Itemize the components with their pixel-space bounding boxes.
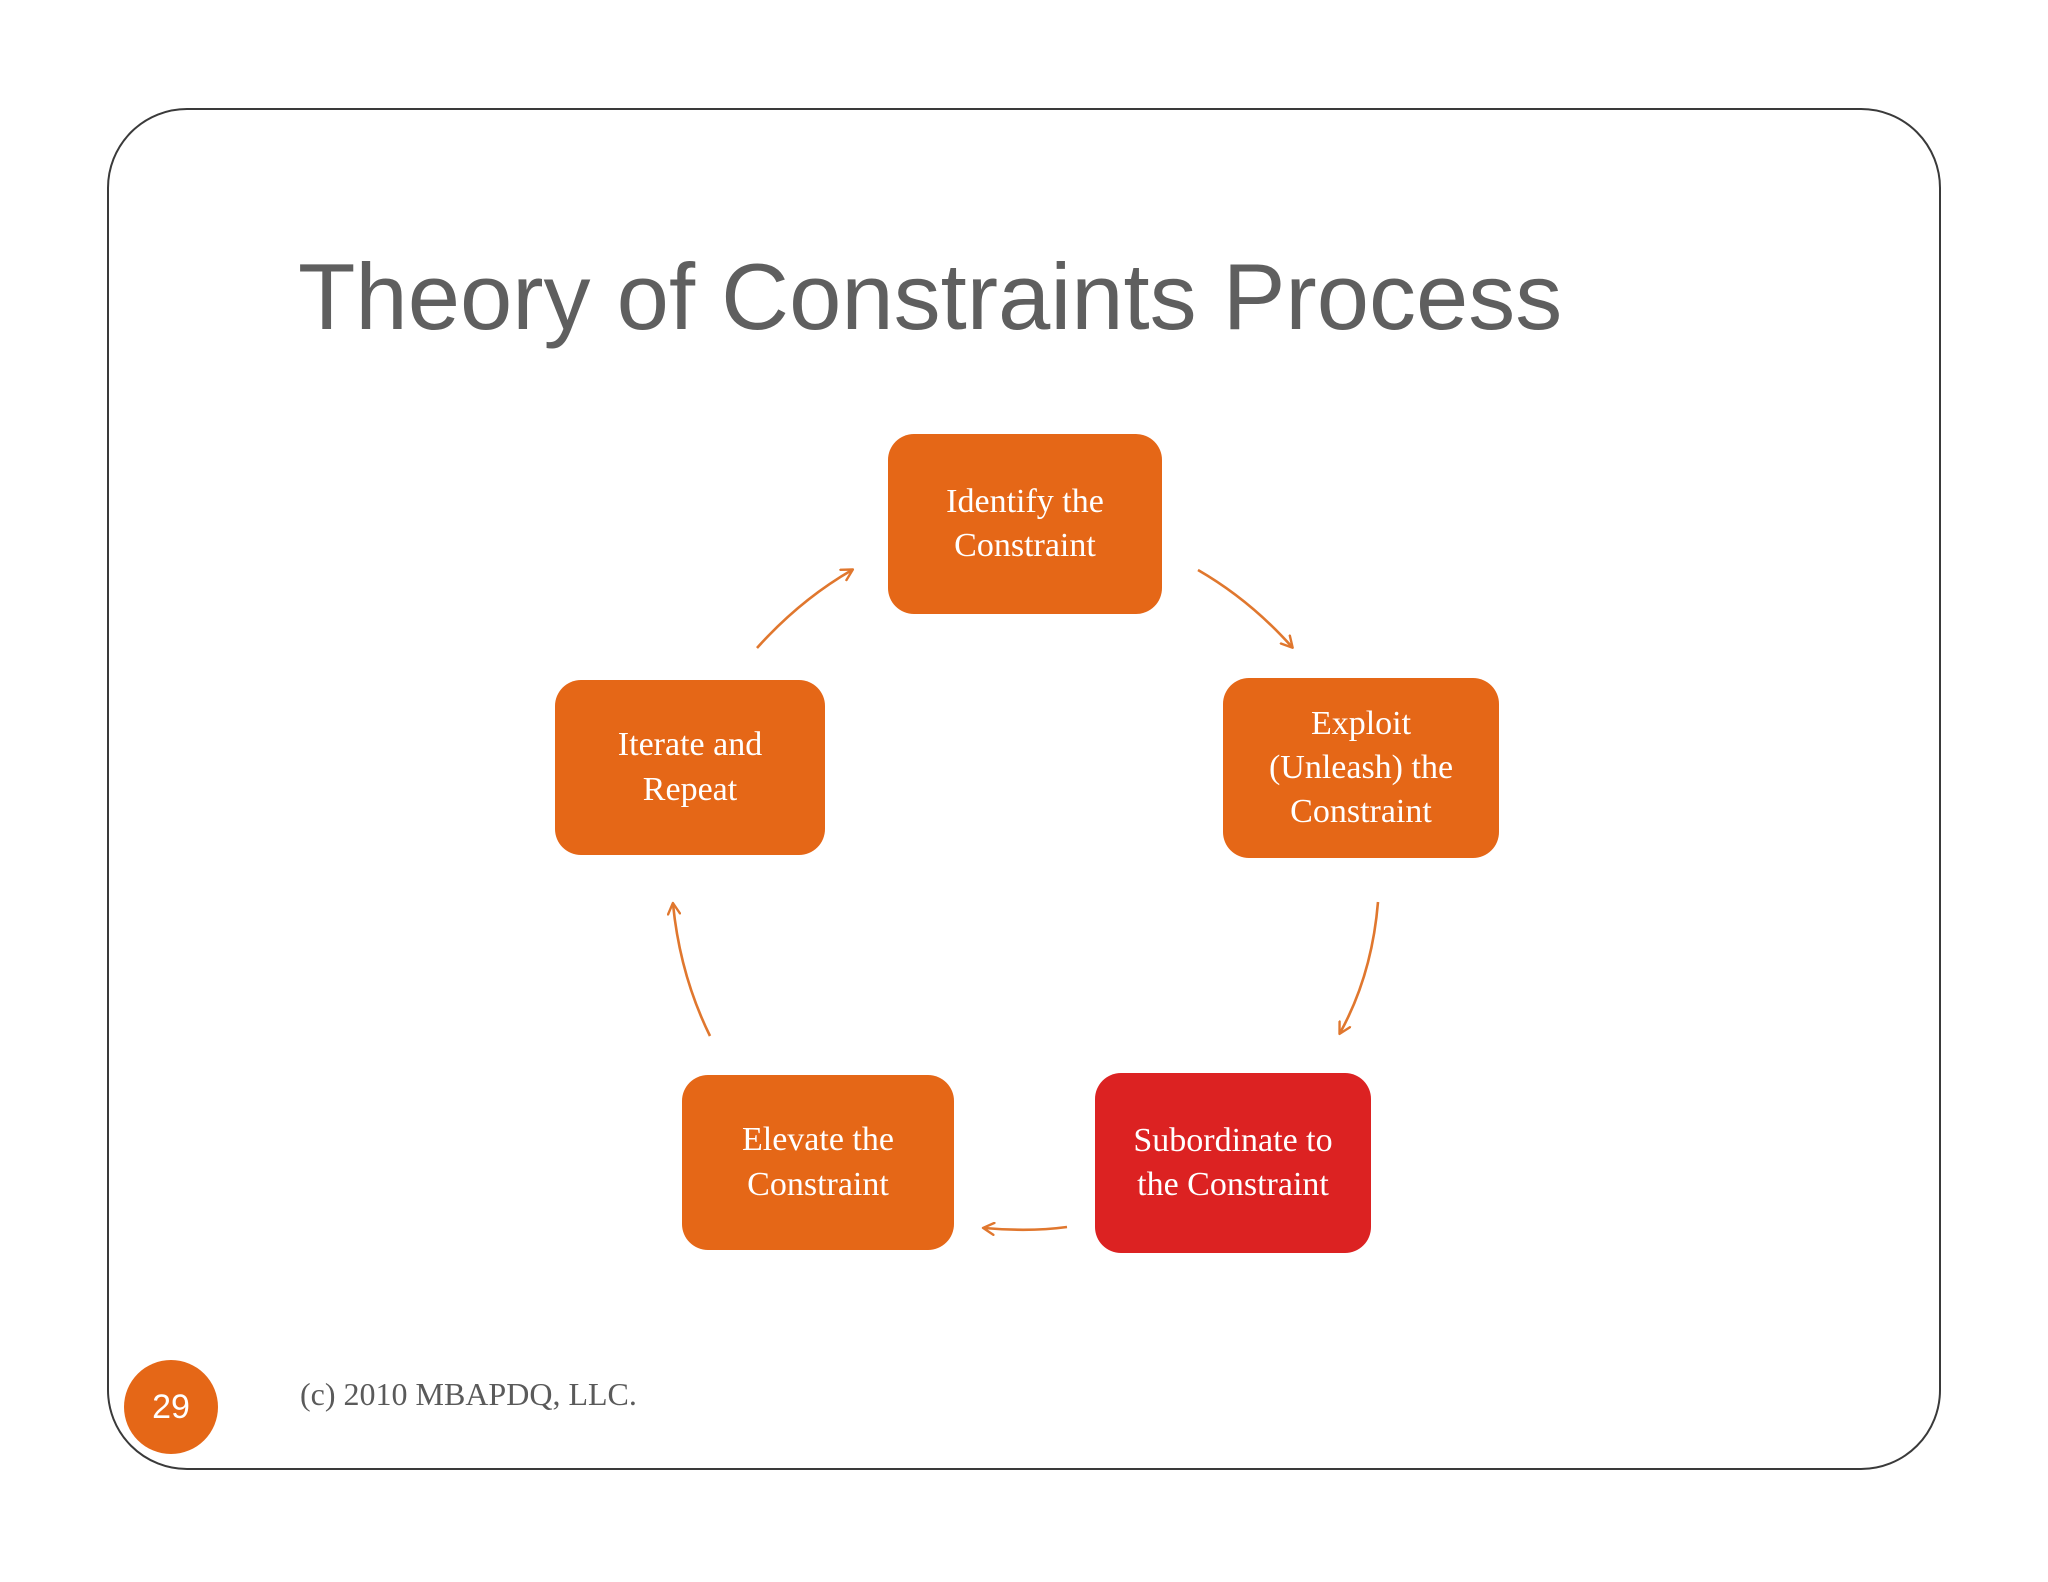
page-number-badge: 29	[124, 1360, 218, 1454]
step-elevate-constraint: Elevate the Constraint	[682, 1075, 954, 1250]
arrow-iterate-to-identify	[756, 570, 852, 649]
step-iterate-repeat: Iterate and Repeat	[555, 680, 825, 855]
arrow-subordinate-to-elevate	[984, 1227, 1068, 1230]
arrow-identify-to-exploit	[1197, 568, 1292, 647]
arrow-exploit-to-subordinate	[1340, 901, 1380, 1033]
step-subordinate-constraint: Subordinate to the Constraint	[1095, 1073, 1371, 1253]
slide-title: Theory of Constraints Process	[298, 244, 1563, 349]
copyright-footer: (c) 2010 MBAPDQ, LLC.	[300, 1376, 637, 1412]
step-identify-constraint: Identify the Constraint	[888, 434, 1162, 614]
slide-frame	[107, 108, 1941, 1470]
step-exploit-constraint: Exploit (Unleash) the Constraint	[1223, 678, 1499, 858]
arrow-elevate-to-iterate	[673, 904, 712, 1037]
